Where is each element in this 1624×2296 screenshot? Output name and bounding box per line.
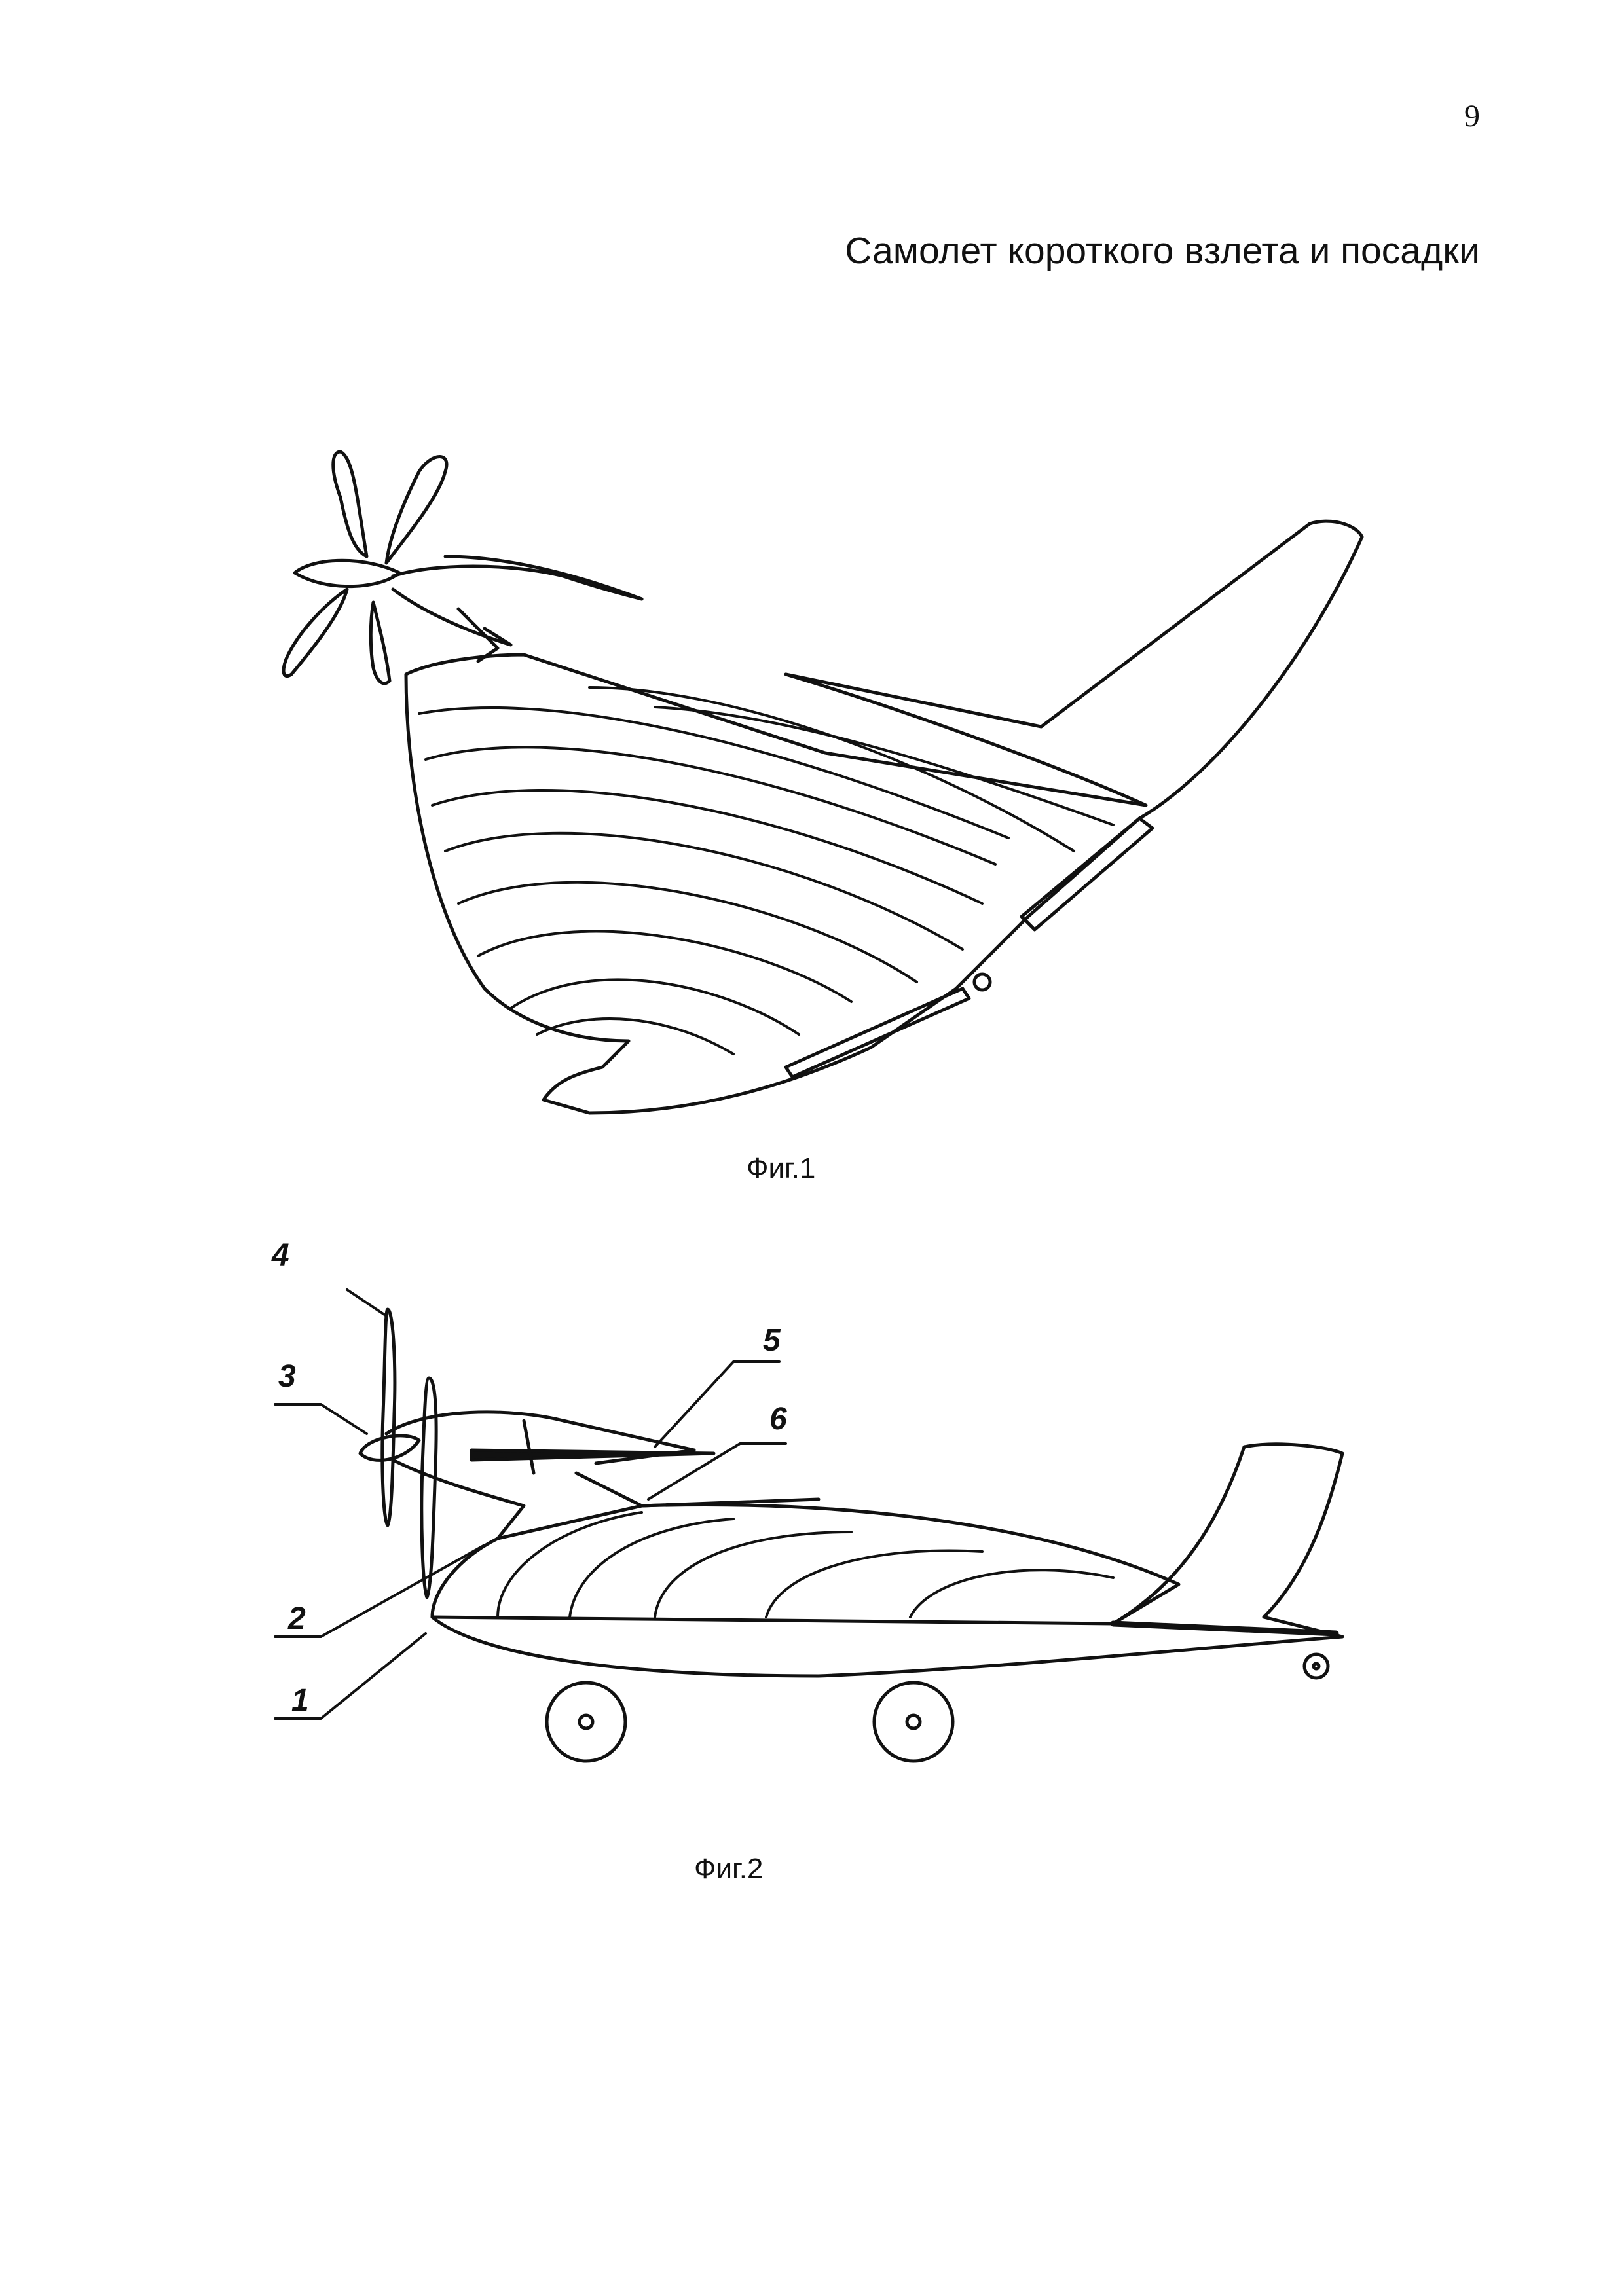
callout-label: 3 xyxy=(278,1359,296,1394)
propeller-icon xyxy=(282,450,449,685)
callout-label: 6 xyxy=(769,1402,787,1436)
callout-label: 2 xyxy=(288,1601,306,1636)
figure-1-caption: Фиг.1 xyxy=(747,1152,816,1184)
page-number: 9 xyxy=(1464,99,1480,134)
propeller-icon xyxy=(358,1307,438,1599)
figure-2-caption: Фиг.2 xyxy=(694,1853,764,1885)
callout-label: 4 xyxy=(272,1238,289,1273)
figure-1-drawing xyxy=(268,439,1408,1146)
callout-label: 1 xyxy=(291,1683,309,1718)
figure-2-drawing xyxy=(262,1277,1401,1787)
callout-label: 5 xyxy=(763,1323,781,1358)
document-title: Самолет короткого взлета и посадки xyxy=(845,230,1480,272)
